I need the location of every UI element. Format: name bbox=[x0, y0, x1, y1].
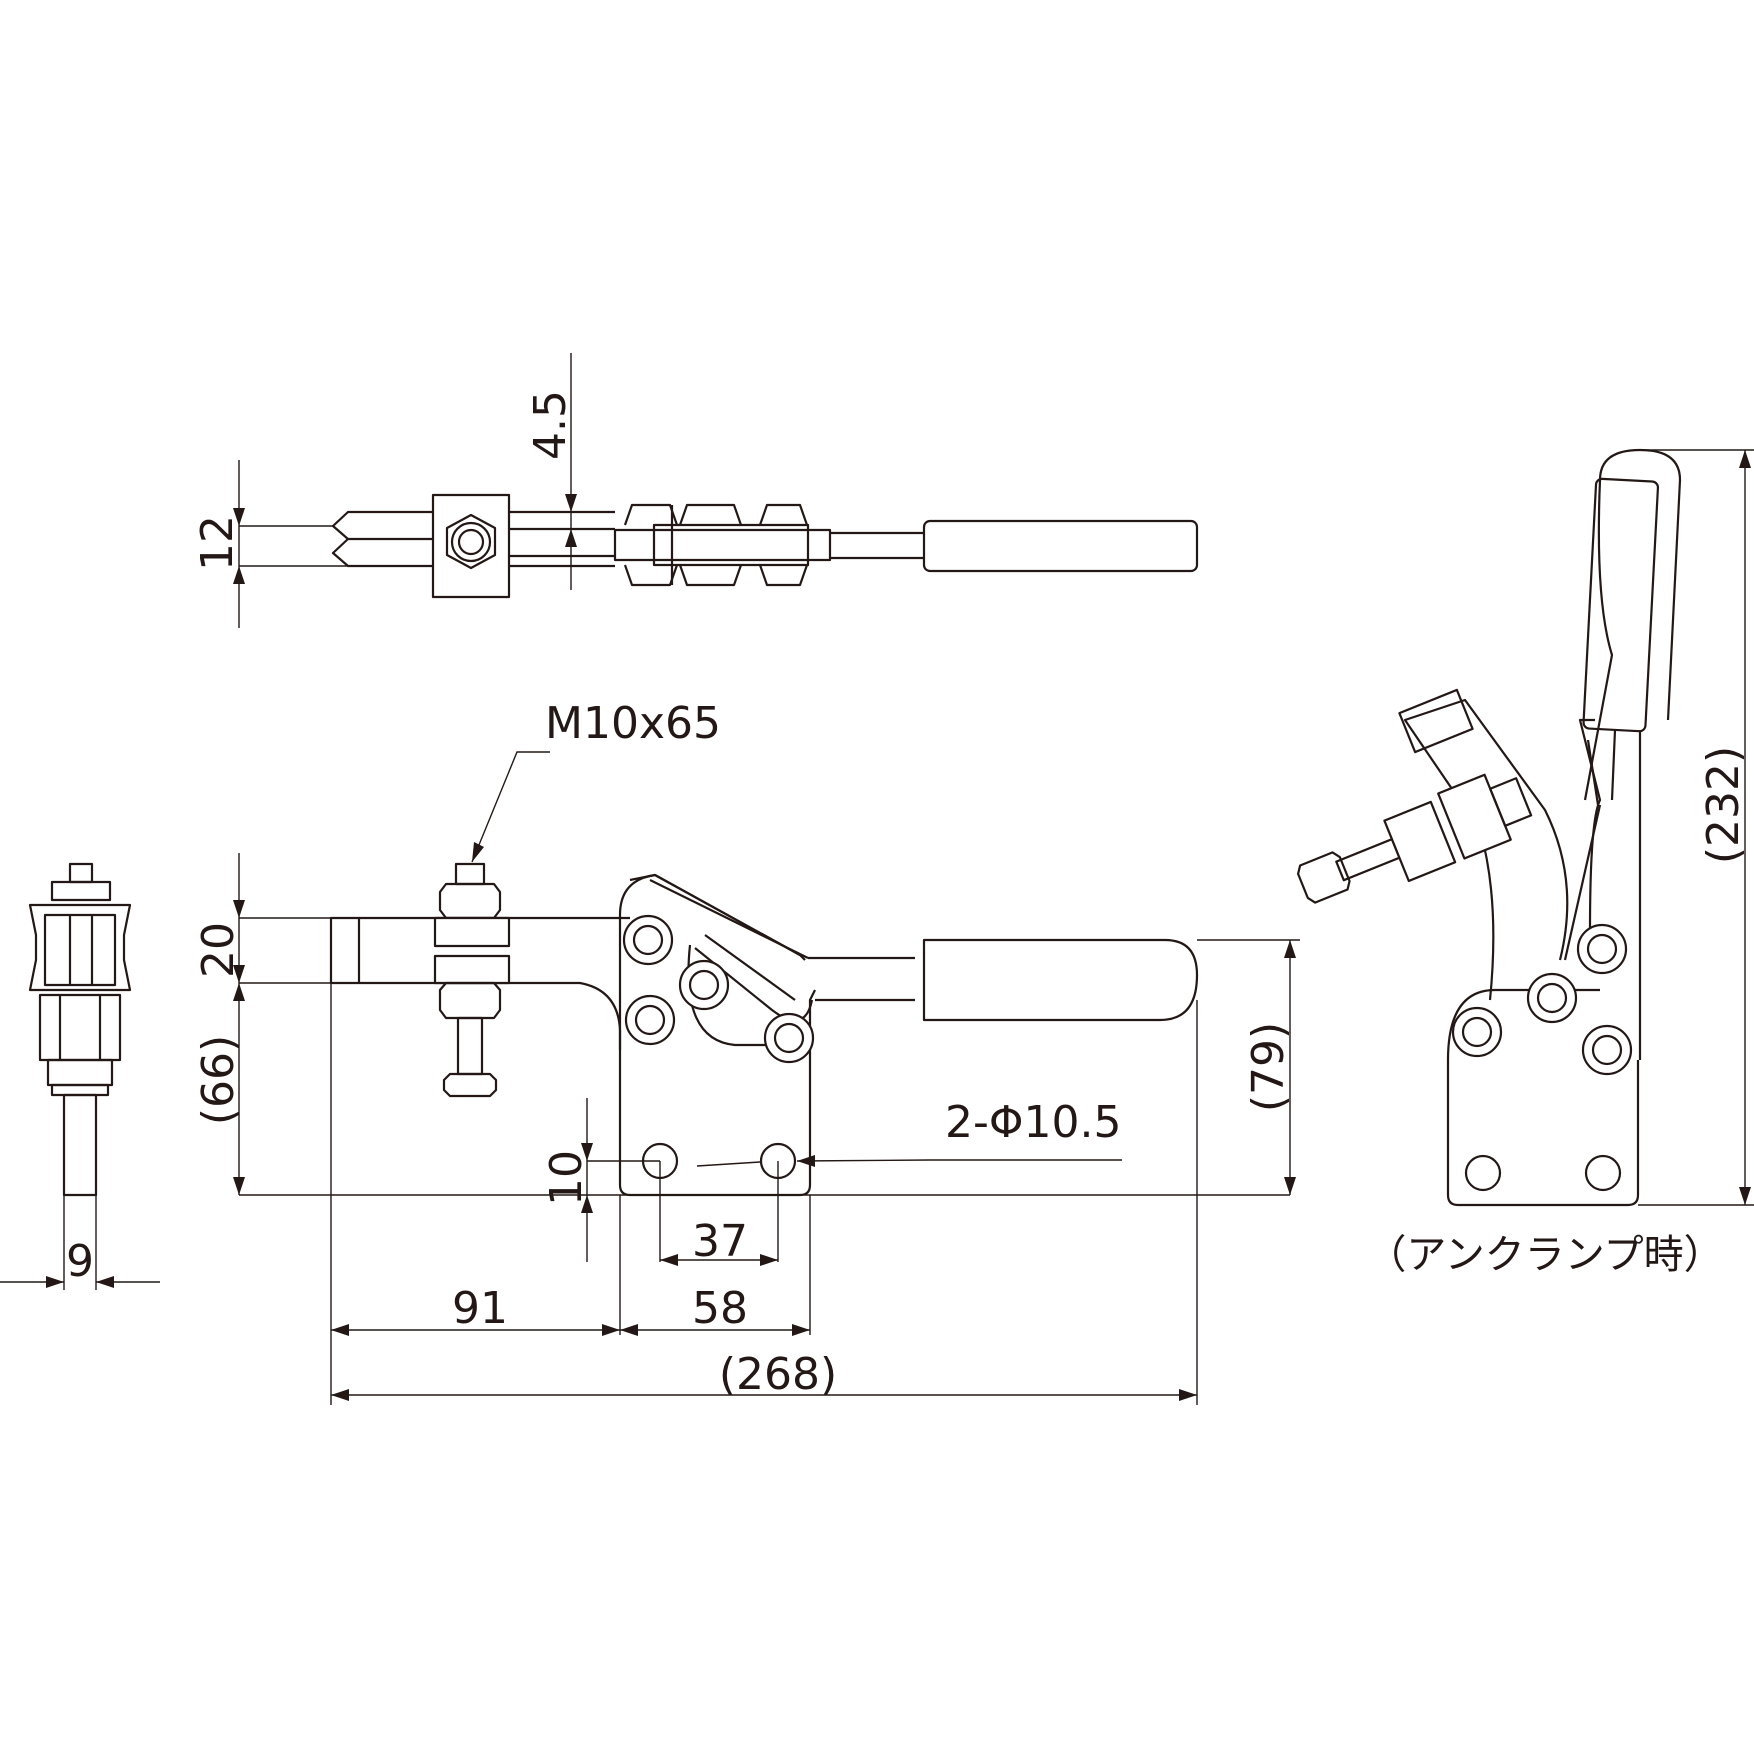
caption-unclamped: （アンクランプ時） bbox=[1366, 1232, 1723, 1278]
dim-hole-pitch: 37 bbox=[692, 1216, 748, 1267]
dim-overall-length: (268) bbox=[719, 1349, 837, 1400]
dim-handle-height: (79) bbox=[1243, 1022, 1294, 1112]
end-view bbox=[0, 862, 160, 1290]
dim-hole-offset: 10 bbox=[541, 1150, 592, 1206]
dim-spindle-height: (66) bbox=[193, 1035, 244, 1125]
front-view bbox=[233, 751, 1300, 1405]
dim-top-thickness: 4.5 bbox=[525, 390, 576, 460]
dim-nose-length: 91 bbox=[452, 1283, 508, 1334]
dim-arm-height: 20 bbox=[193, 922, 244, 978]
top-view bbox=[233, 353, 1199, 628]
dim-top-width: 12 bbox=[192, 515, 243, 571]
unclamped-view bbox=[1296, 448, 1754, 1207]
dim-hole-spec: 2-Φ10.5 bbox=[945, 1097, 1121, 1148]
dim-bolt-spec: M10x65 bbox=[545, 698, 721, 749]
dim-base-length: 58 bbox=[692, 1283, 748, 1334]
dim-end-width: 9 bbox=[66, 1236, 94, 1287]
dim-open-height: (232) bbox=[1698, 746, 1749, 864]
